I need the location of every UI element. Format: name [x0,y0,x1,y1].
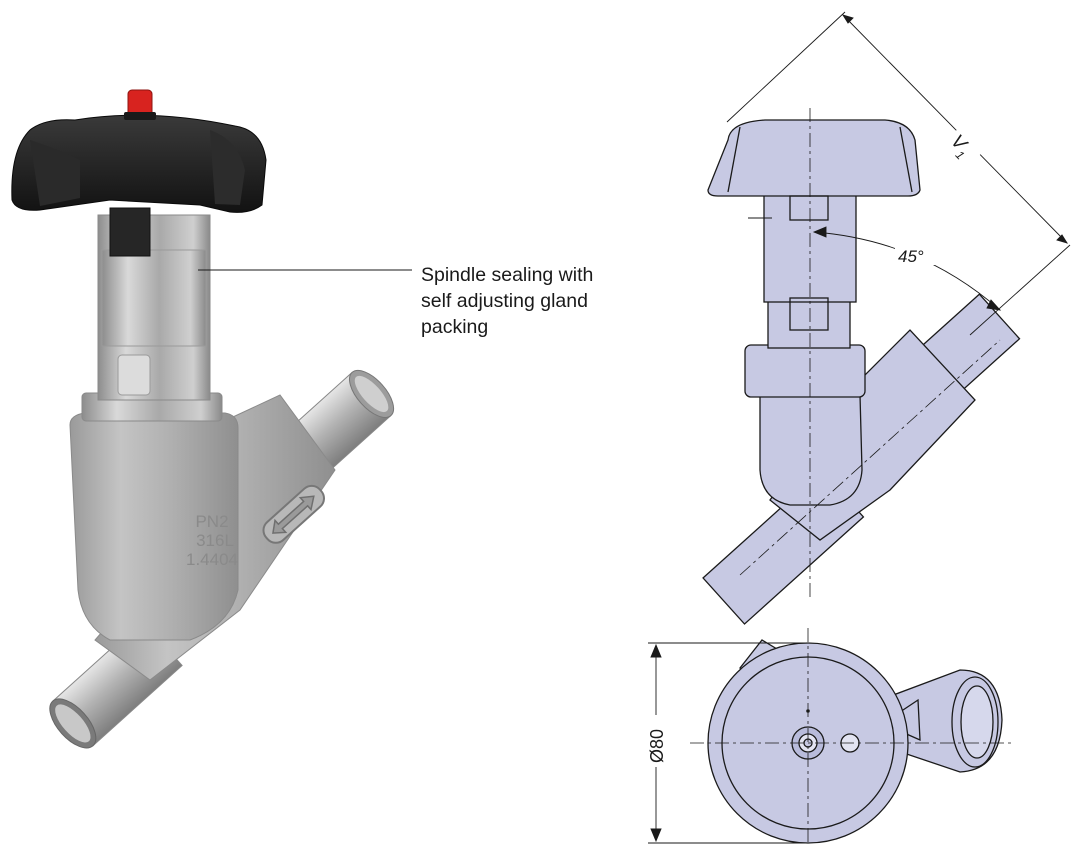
side-view-centerlines [739,108,1001,600]
angle-label: 45° [898,247,924,266]
top-view-drawing [707,639,1003,844]
flow-arrow-icon [262,484,325,544]
marking-line-1: PN2 [195,512,228,531]
spindle-window [117,354,151,396]
marking-line-3: 1.4404 [186,550,238,569]
spindle-sleeve [101,249,207,347]
dimension-v1 [726,11,1071,336]
diameter-label: Ø80 [647,729,667,763]
valve-photo: PN2 316L 1.4404 [11,89,395,749]
callout-line-3: packing [421,316,489,338]
diameter-label-bg [644,715,668,767]
callout-text: Spindle sealing with self adjusting glan… [421,262,681,340]
casting-body [69,412,239,641]
callout-line-2: self adjusting gland [421,290,588,312]
dimension-v1-label: V 1 [941,125,986,170]
side-view-drawing [702,119,1021,625]
dimension-diameter [648,642,806,844]
callout-line-1: Spindle sealing with [421,264,594,286]
angle-label-bg [895,243,937,265]
marking-line-2: 316L [196,531,234,550]
hex-nut [109,207,151,257]
top-view-centerlines [690,628,1015,842]
